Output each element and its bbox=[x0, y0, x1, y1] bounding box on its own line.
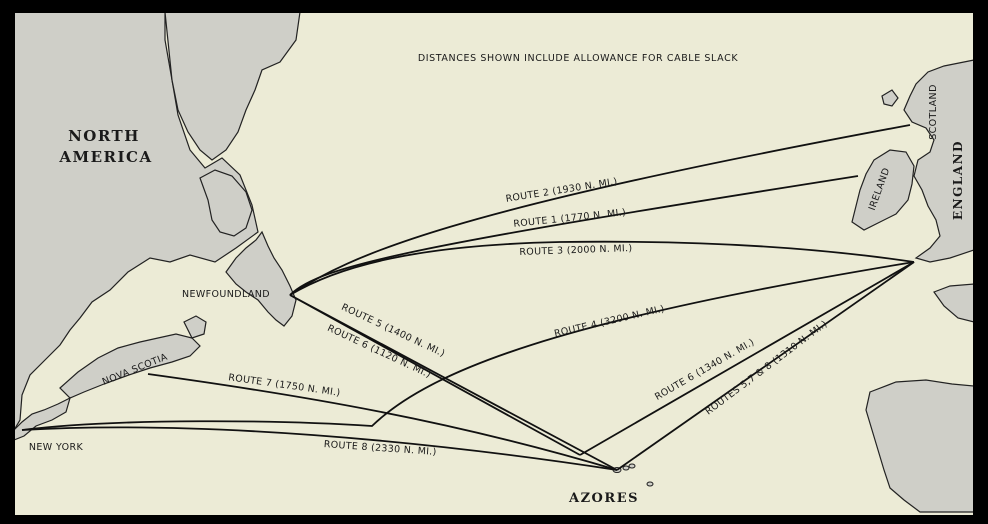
new-york-label: NEW YORK bbox=[29, 442, 84, 453]
ireland-land bbox=[851, 149, 915, 231]
north-america-label-1: NORTH bbox=[68, 127, 140, 145]
labrador-coast bbox=[164, 11, 301, 161]
iberia-land bbox=[865, 379, 975, 513]
route-7-line bbox=[147, 373, 618, 471]
hebrides bbox=[881, 89, 899, 107]
north-america-land bbox=[13, 11, 259, 433]
scotland-label: SCOTLAND bbox=[928, 84, 939, 140]
route-6a-line bbox=[289, 294, 618, 471]
quebec-coast bbox=[199, 169, 253, 237]
great-britain-land bbox=[903, 59, 975, 263]
north-america-label-2: AMERICA bbox=[58, 148, 152, 166]
nova-scotia-land bbox=[59, 333, 201, 399]
map-note: DISTANCES SHOWN INCLUDE ALLOWANCE FOR CA… bbox=[418, 53, 739, 64]
route-8-line bbox=[21, 426, 618, 471]
map-frame bbox=[13, 11, 975, 517]
cape-breton bbox=[183, 315, 207, 339]
newfoundland-label: NEWFOUNDLAND bbox=[182, 289, 270, 300]
azores-label: AZORES bbox=[568, 491, 639, 506]
route-578-line bbox=[616, 261, 915, 471]
route-6b-line bbox=[579, 261, 915, 456]
england-label: ENGLAND bbox=[951, 140, 965, 220]
route-3-label: ROUTE 3 (2000 N. MI.) bbox=[519, 243, 632, 258]
route-3-line bbox=[289, 240, 915, 296]
route-1-line bbox=[289, 175, 859, 296]
